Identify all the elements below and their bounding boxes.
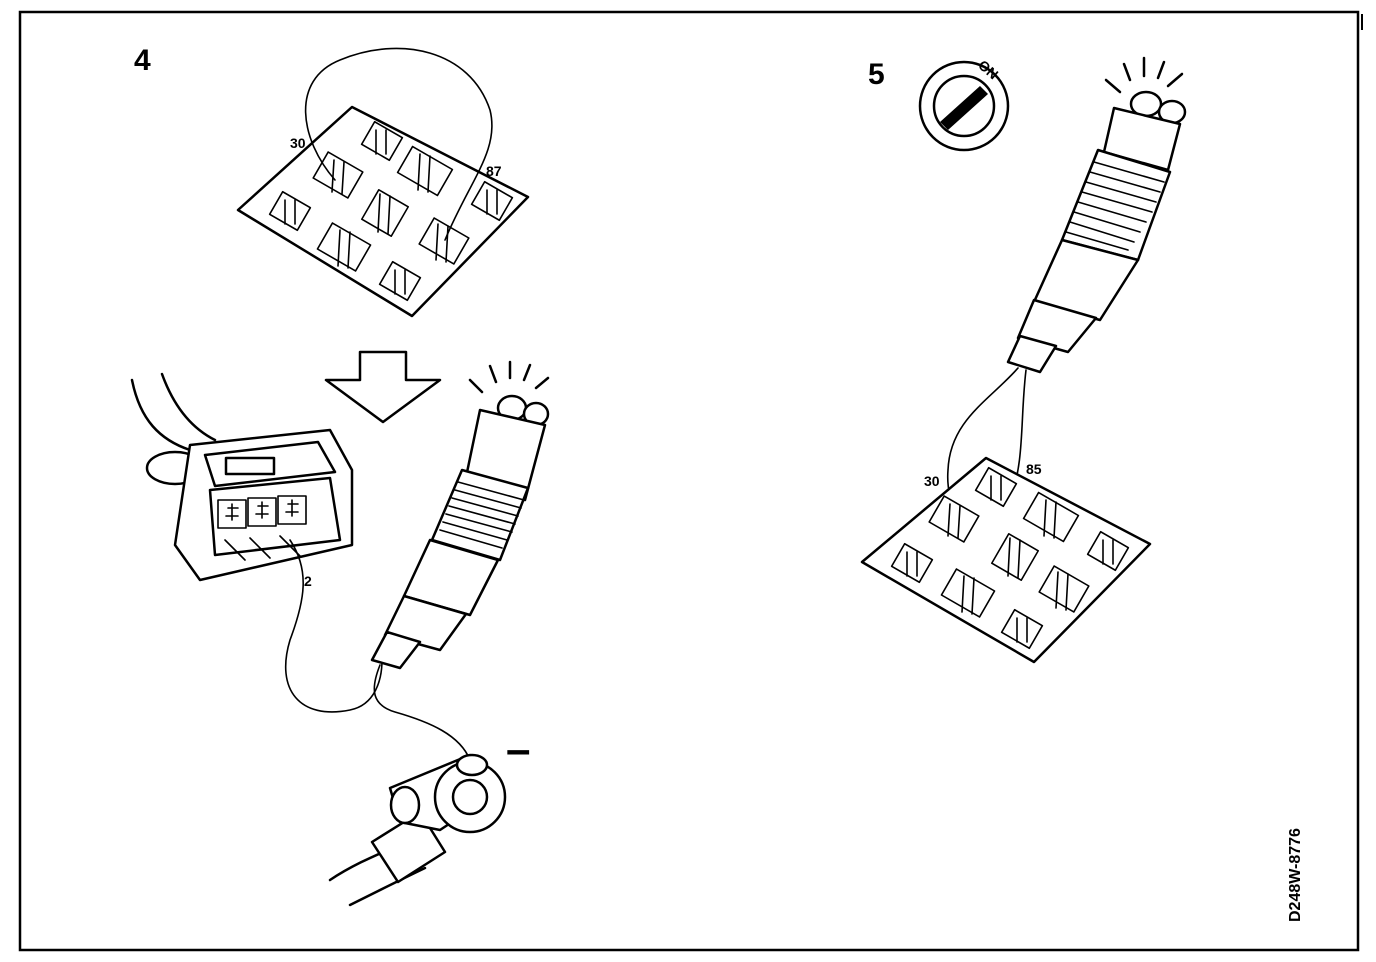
step-5-panel: 5 ON — [860, 56, 1187, 664]
step-5-number: 5 — [868, 58, 885, 91]
relay-pin-85-label: 85 — [1026, 461, 1042, 477]
relay-pin-30-label: 30 — [290, 135, 306, 151]
relay-base-icon — [236, 47, 530, 318]
step-4-number: 4 — [134, 44, 151, 77]
test-lamp-icon — [1006, 56, 1187, 374]
connector-pin-2-label: 2 — [304, 573, 312, 589]
figure-frame — [18, 10, 1360, 952]
test-lamp-icon — [370, 360, 550, 670]
ground-negative-symbol: – — [506, 725, 530, 774]
step-4-panel: 4 — [130, 44, 550, 907]
relay-base-icon — [860, 456, 1152, 664]
relay-pin-30-label: 30 — [924, 473, 940, 489]
connector-icon — [130, 372, 354, 582]
down-arrow-icon — [324, 350, 442, 424]
ignition-key-icon — [918, 60, 1010, 152]
relay-pin-87-label: 87 — [486, 163, 502, 179]
figure-code: D248W-8776 — [1287, 828, 1304, 922]
ground-terminal-icon — [328, 753, 507, 907]
